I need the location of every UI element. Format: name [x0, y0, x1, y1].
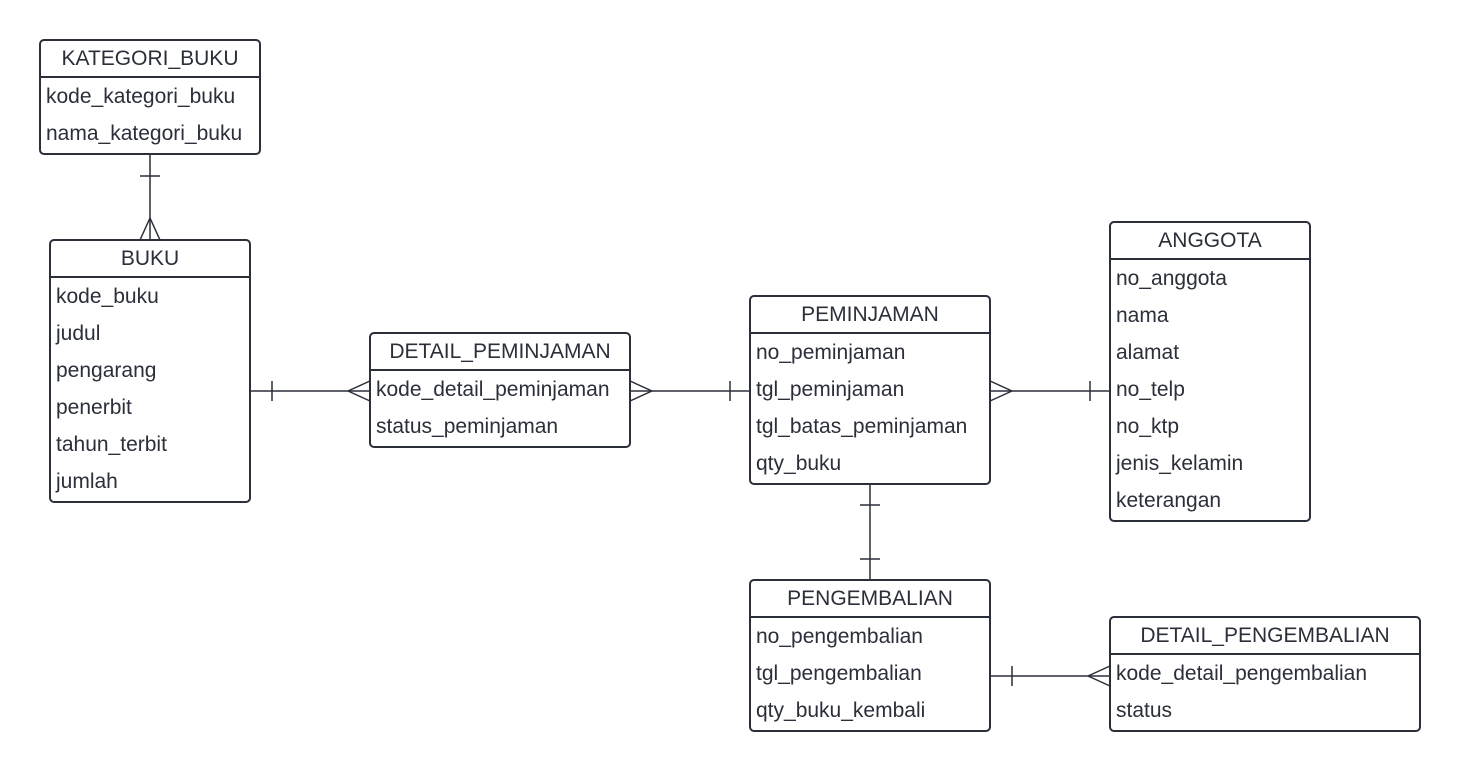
attribute-jenis-kelamin: jenis_kelamin	[1116, 452, 1244, 475]
attribute-tahun-terbit: tahun_terbit	[56, 433, 167, 456]
attribute-list: kode_detail_peminjaman status_peminjaman	[371, 371, 629, 449]
entity-title: DETAIL_PENGEMBALIAN	[1111, 618, 1419, 655]
attribute-list: no_peminjaman tgl_peminjaman tgl_batas_p…	[751, 334, 989, 486]
entity-title: ANGGOTA	[1111, 223, 1309, 260]
attribute-penerbit: penerbit	[56, 396, 132, 419]
attribute-list: kode_kategori_buku nama_kategori_buku	[41, 78, 259, 156]
relationship-peminjaman-to-anggota	[989, 380, 1110, 402]
attribute-kode-kategori-buku: kode_kategori_buku	[46, 85, 236, 108]
attribute-no-pengembalian: no_pengembalian	[756, 625, 923, 648]
attribute-list: no_pengembalian tgl_pengembalian qty_buk…	[751, 618, 989, 733]
entity-buku[interactable]: BUKU kode_buku judul pengarang penerbit …	[49, 239, 251, 503]
entity-detail-pengembalian[interactable]: DETAIL_PENGEMBALIAN kode_detail_pengemba…	[1109, 616, 1421, 732]
attribute-list: kode_detail_pengembalian status	[1111, 655, 1419, 733]
attribute-no-anggota: no_anggota	[1116, 267, 1227, 290]
attribute-tgl-batas-peminjaman: tgl_batas_peminjaman	[756, 415, 968, 438]
relationship-detail-peminjaman-to-peminjaman	[629, 380, 750, 402]
attribute-nama: nama	[1116, 304, 1169, 327]
relationship-pengembalian-to-detail-pengembalian	[990, 665, 1111, 687]
entity-peminjaman[interactable]: PEMINJAMAN no_peminjaman tgl_peminjaman …	[749, 295, 991, 485]
attribute-tgl-pengembalian: tgl_pengembalian	[756, 662, 922, 685]
entity-title: PEMINJAMAN	[751, 297, 989, 334]
entity-title: BUKU	[51, 241, 249, 278]
entity-title: PENGEMBALIAN	[751, 581, 989, 618]
attribute-list: no_anggota nama alamat no_telp no_ktp je…	[1111, 260, 1309, 523]
attribute-no-ktp: no_ktp	[1116, 415, 1180, 438]
entity-title: DETAIL_PEMINJAMAN	[371, 334, 629, 371]
attribute-judul: judul	[56, 322, 101, 345]
relationship-peminjaman-to-pengembalian	[860, 484, 880, 580]
attribute-kode-buku: kode_buku	[56, 285, 159, 308]
attribute-kode-detail-pengembalian: kode_detail_pengembalian	[1116, 662, 1368, 685]
attribute-no-telp: no_telp	[1116, 378, 1185, 401]
attribute-jumlah: jumlah	[56, 470, 118, 493]
attribute-status: status	[1116, 699, 1173, 722]
entity-title: KATEGORI_BUKU	[41, 41, 259, 78]
relationship-buku-to-detail-peminjaman	[250, 380, 371, 402]
entity-detail-peminjaman[interactable]: DETAIL_PEMINJAMAN kode_detail_peminjaman…	[369, 332, 631, 448]
attribute-nama-kategori-buku: nama_kategori_buku	[46, 122, 243, 145]
attribute-status-peminjaman: status_peminjaman	[376, 415, 559, 438]
attribute-pengarang: pengarang	[56, 359, 157, 382]
entity-anggota[interactable]: ANGGOTA no_anggota nama alamat no_telp n…	[1109, 221, 1311, 522]
relationship-kategori-buku-to-buku	[139, 154, 161, 241]
entity-kategori-buku[interactable]: KATEGORI_BUKU kode_kategori_buku nama_ka…	[39, 39, 261, 155]
attribute-list: kode_buku judul pengarang penerbit tahun…	[51, 278, 249, 504]
attribute-no-peminjaman: no_peminjaman	[756, 341, 906, 364]
attribute-tgl-peminjaman: tgl_peminjaman	[756, 378, 905, 401]
entity-pengembalian[interactable]: PENGEMBALIAN no_pengembalian tgl_pengemb…	[749, 579, 991, 732]
attribute-kode-detail-peminjaman: kode_detail_peminjaman	[376, 378, 610, 401]
attribute-alamat: alamat	[1116, 341, 1180, 364]
attribute-qty-buku: qty_buku	[756, 452, 842, 475]
attribute-qty-buku-kembali: qty_buku_kembali	[756, 699, 926, 722]
attribute-keterangan: keterangan	[1116, 489, 1222, 512]
